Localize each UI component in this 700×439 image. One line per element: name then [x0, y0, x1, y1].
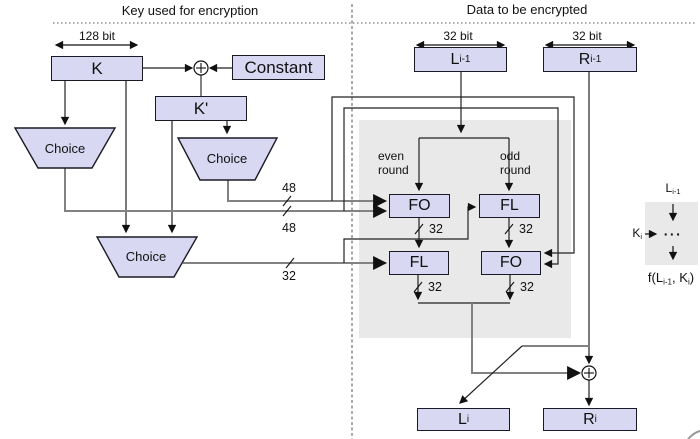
bitwidth-label-32-right: 32 bit: [572, 29, 602, 43]
section-separators: [53, 4, 695, 439]
constant-box: Constant: [232, 55, 325, 80]
wire-32-branch-to-fl-top: [343, 202, 477, 263]
section-title-key: Key used for encryption: [121, 3, 259, 18]
key-schedule-wires: [60, 63, 575, 270]
legend-l-base: L: [665, 181, 673, 195]
legend-l-sub: i-1: [672, 187, 681, 197]
bus-32-after-fl-top: 32: [519, 222, 533, 236]
choice3-trapezoid: [95, 236, 199, 278]
corner-arc-decoration: [687, 430, 700, 439]
key-box: K: [51, 56, 143, 81]
bitwidth-label-128: 128 bit: [78, 29, 116, 43]
choice1-trapezoid: [13, 127, 117, 169]
even-round-line2: round: [378, 163, 409, 177]
r-input-base: R: [578, 50, 591, 68]
bitwidth-label-32-left: 32 bit: [443, 29, 473, 43]
fl-top-box: FL: [479, 194, 540, 218]
fl-bottom-label: FL: [409, 254, 429, 271]
r-output-base: R: [583, 410, 595, 428]
bus-32-after-fo-top: 32: [429, 222, 443, 236]
xor-icon: [193, 60, 209, 76]
odd-round-line2: round: [500, 163, 531, 177]
choice2-label: Choice: [206, 151, 248, 166]
bus-ticks: [282, 195, 515, 293]
legend-dots: ···: [663, 226, 683, 242]
odd-round-label: odd round: [500, 149, 548, 177]
tick-fo-bottom-out: [505, 281, 515, 293]
constant-box-label: Constant: [244, 58, 313, 77]
legend-f-sub2: i: [687, 277, 690, 287]
bus-48-lower-label: 48: [282, 221, 296, 235]
choice2-trapezoid: [176, 137, 279, 181]
choice3-label: Choice: [125, 249, 167, 264]
r-input-sub: i-1: [590, 53, 602, 65]
xor-nodes: [193, 60, 597, 381]
l-output-base: L: [457, 410, 467, 428]
kprime-box: K': [155, 96, 247, 121]
fo-top-box: FO: [389, 194, 450, 218]
tick-fo-top-out: [414, 223, 424, 235]
even-round-line1: even: [378, 149, 405, 163]
l-output-sub: i: [466, 413, 470, 425]
tick-fl-top-out: [504, 223, 514, 235]
fo-top-label: FO: [408, 197, 431, 214]
wire-48-lower-wraparound: [343, 107, 559, 269]
tick-fl-bottom-out: [413, 281, 423, 293]
l-input-sub: i-1: [459, 53, 471, 65]
legend-f-mid: , K: [672, 270, 688, 285]
wire-f-output-to-xor: [471, 303, 582, 380]
wire-48-lower-to-fo: [64, 168, 388, 218]
fo-bottom-box: FO: [481, 251, 541, 275]
wire-r-to-l-output: [459, 345, 523, 404]
legend-f-post: ): [689, 270, 695, 285]
bus-32-after-fo-bottom: 32: [520, 280, 534, 294]
tick-32-left: [285, 257, 295, 269]
legend-arrows: [645, 204, 678, 261]
legend-f-label: f(Li-1, Ki): [629, 270, 700, 287]
bus-32-label: 32: [282, 269, 296, 283]
xor-icon: [581, 365, 597, 381]
bus-32-after-fl-bottom: 32: [428, 280, 442, 294]
l-input-base: L: [450, 50, 460, 68]
wire-48-upper-to-fo: [227, 180, 388, 208]
f-function-area: [359, 120, 571, 338]
legend-k-sub: i: [640, 232, 642, 242]
tick-48-lower: [282, 205, 292, 217]
fl-top-label: FL: [500, 197, 519, 214]
r-output-sub: i: [594, 413, 597, 425]
wire-48-upper-wraparound: [331, 96, 575, 258]
tick-48-upper: [282, 195, 292, 207]
even-round-label: even round: [378, 149, 426, 177]
legend-l-label: Li-1: [645, 181, 700, 197]
choice1-label: Choice: [44, 141, 86, 156]
legend-k-base: K: [632, 226, 641, 240]
choice-shapes: [13, 127, 279, 278]
key-box-label: K: [91, 59, 103, 78]
kprime-box-label: K': [193, 99, 209, 118]
fo-bottom-label: FO: [499, 254, 523, 271]
fl-bottom-box: FL: [389, 251, 449, 275]
section-title-data: Data to be encrypted: [466, 2, 588, 17]
legend-f-sub1: i-1: [663, 277, 673, 287]
legend-k-label: Ki: [612, 226, 642, 242]
bus-48-upper-label: 48: [282, 181, 296, 195]
legend-f-pre: f(L: [647, 270, 664, 285]
odd-round-line1: odd: [500, 149, 521, 163]
